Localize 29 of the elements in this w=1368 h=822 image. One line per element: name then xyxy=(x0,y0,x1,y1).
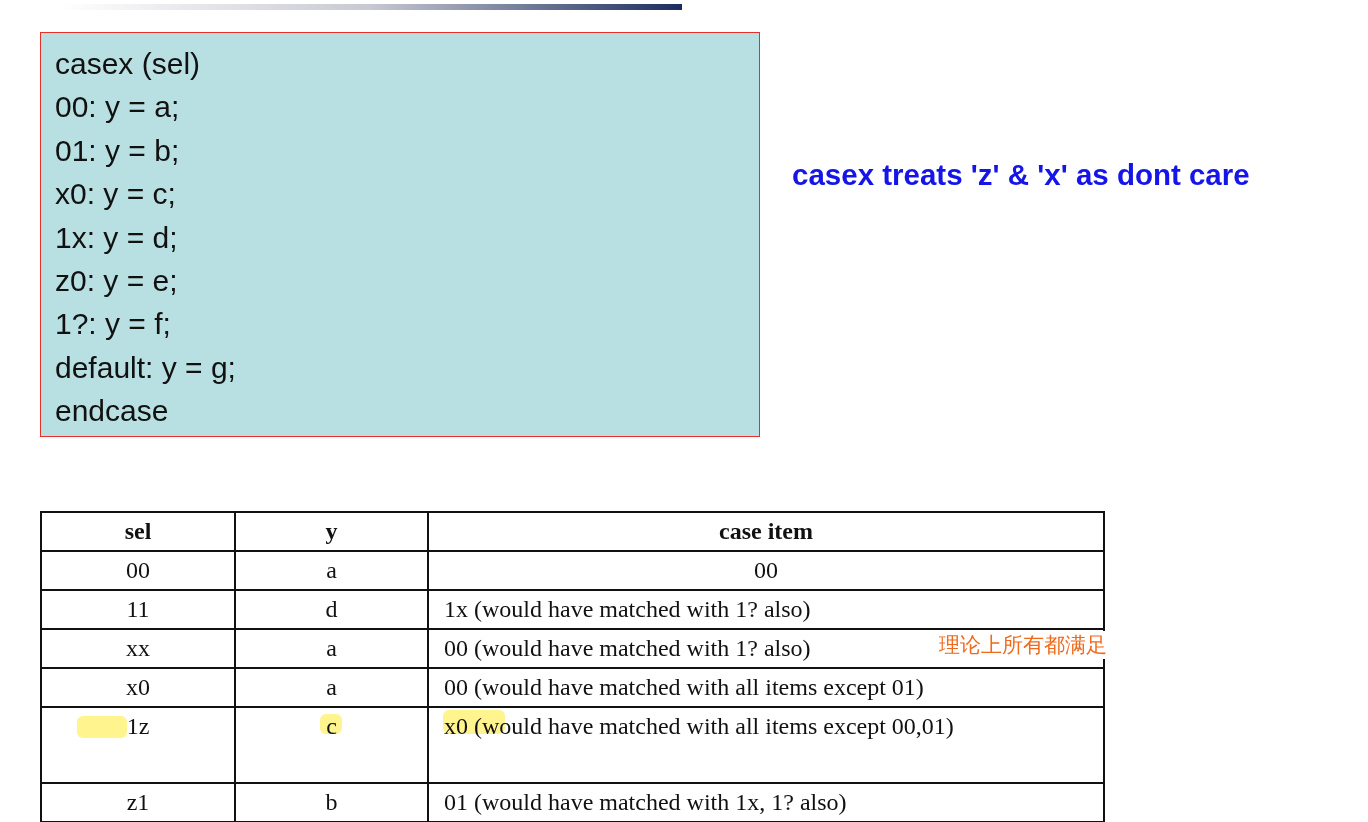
table-cell: 01 (would have matched with 1x, 1? also) xyxy=(428,783,1104,822)
table-cell: 00 (would have matched with all items except 01) xyxy=(428,668,1104,707)
table-cell: b xyxy=(235,783,428,822)
table-cell: a xyxy=(235,668,428,707)
code-line: x0: y = c; xyxy=(55,176,176,213)
table-cell: a xyxy=(235,551,428,590)
header-cell: case item xyxy=(428,512,1104,551)
code-line: 00: y = a; xyxy=(55,89,180,126)
code-line: casex (sel) xyxy=(55,46,201,82)
annotation-text: 理论上所有都满足 xyxy=(939,631,1107,659)
table-cell: xx xyxy=(41,629,235,668)
code-line: endcase xyxy=(55,393,169,430)
code-line: default: y = g; xyxy=(55,349,236,386)
table-cell: 00 xyxy=(41,551,235,590)
code-box xyxy=(40,32,760,437)
table-cell: a xyxy=(235,629,428,668)
code-line: 1x: y = d; xyxy=(55,219,178,256)
code-line: z0: y = e; xyxy=(55,263,178,300)
code-line: 1?: y = f; xyxy=(55,306,171,343)
table-cell: x0 xyxy=(41,668,235,707)
table-cell: d xyxy=(235,590,428,629)
header-cell: sel xyxy=(41,512,235,551)
table-cell: 00 xyxy=(428,551,1104,590)
table-cell: 1x (would have matched with 1? also) xyxy=(428,590,1104,629)
header-cell: y xyxy=(235,512,428,551)
table-cell: z1 xyxy=(41,783,235,822)
table-cell: 11 xyxy=(41,590,235,629)
code-line: 01: y = b; xyxy=(55,132,180,169)
note-text: casex treats 'z' & 'x' as dont care xyxy=(792,158,1250,192)
